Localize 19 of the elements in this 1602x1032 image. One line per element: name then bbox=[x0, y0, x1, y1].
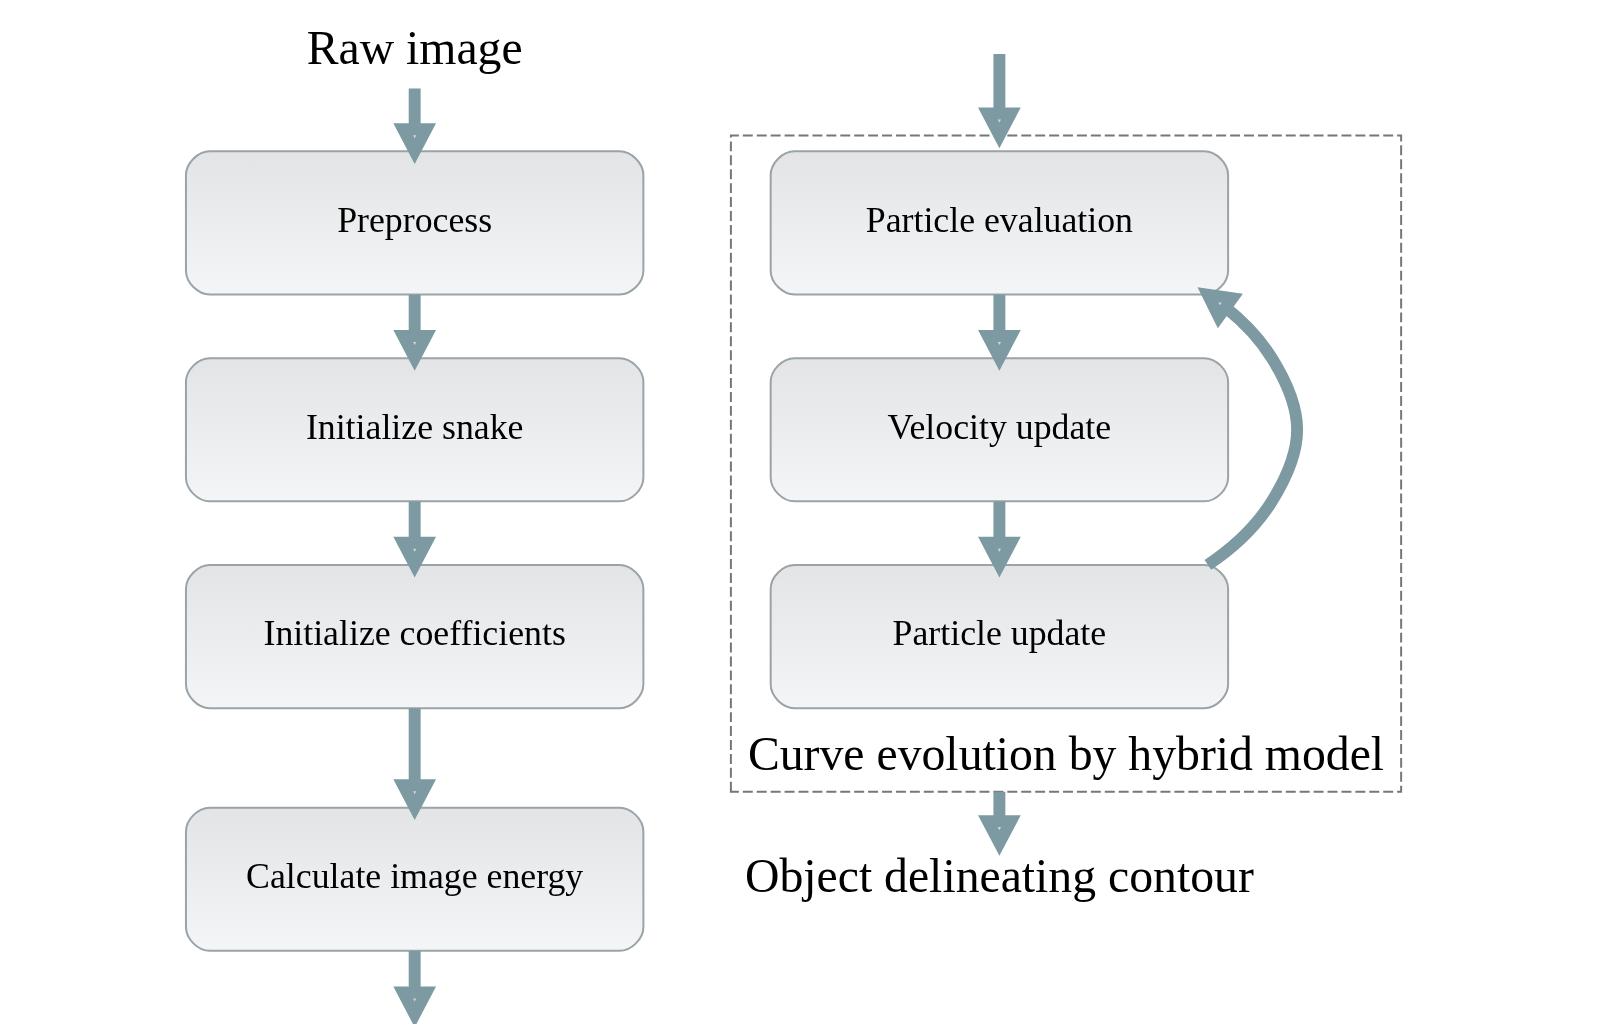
arrow bbox=[977, 54, 1021, 149]
arrow bbox=[977, 501, 1021, 578]
arrow bbox=[392, 88, 436, 165]
node-box: Particle update bbox=[769, 564, 1229, 710]
node-box: Initialize coefficients bbox=[184, 564, 644, 710]
node-box: Calculate image energy bbox=[184, 806, 644, 952]
node-text: Object delineating contour bbox=[744, 848, 1254, 902]
node-box: Velocity update bbox=[769, 357, 1229, 503]
arrow bbox=[392, 951, 436, 1024]
arrow bbox=[392, 294, 436, 371]
arrow bbox=[977, 294, 1021, 371]
node-box: Preprocess bbox=[184, 150, 644, 296]
arrow bbox=[392, 708, 436, 820]
node-box: Particle evaluation bbox=[769, 150, 1229, 296]
arrow bbox=[977, 791, 1021, 856]
node-text: Raw image bbox=[306, 21, 523, 75]
arrow bbox=[392, 501, 436, 578]
arrow bbox=[1197, 287, 1303, 570]
node-box: Initialize snake bbox=[184, 357, 644, 503]
